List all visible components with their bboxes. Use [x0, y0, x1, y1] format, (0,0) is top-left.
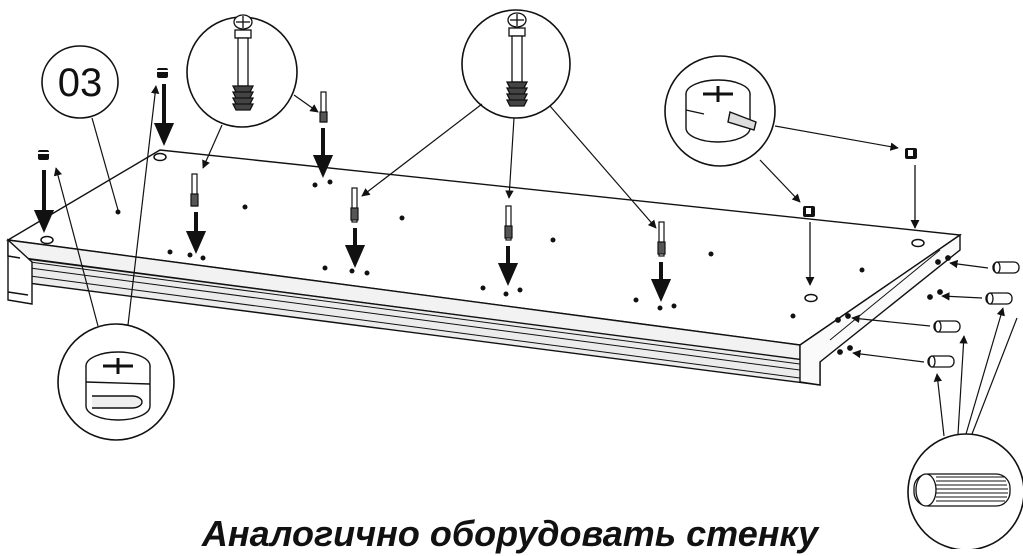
cam-screws [190, 91, 666, 257]
callout-cam-screw-center [361, 9, 657, 229]
wooden-dowel-icon [985, 292, 1013, 305]
cam-lock-nut-icon [38, 68, 917, 217]
wooden-dowel-icon [913, 473, 1011, 507]
dowels [927, 261, 1020, 368]
thin-arrows [805, 165, 920, 286]
panel-right-end [799, 233, 961, 386]
step-leader-line [91, 117, 119, 211]
wooden-dowel-icon [992, 261, 1020, 274]
cam-screw-icon [505, 12, 529, 107]
callout-dowel [907, 307, 1023, 549]
cam-lock-nut-icon [685, 79, 757, 143]
dowel-arrows [851, 259, 989, 363]
side-panel [5, 149, 962, 386]
wooden-dowel-icon [927, 355, 955, 368]
callout-cam-screw-left [186, 14, 319, 169]
step-number-badge: 03 [41, 45, 119, 119]
cam-lock-nut-icon [85, 351, 151, 421]
instruction-caption: Аналогично оборудовать стенку [201, 513, 819, 554]
cam-screw-icon [231, 14, 255, 111]
insert-arrows [33, 84, 672, 302]
step-number: 03 [58, 61, 103, 105]
panel-left-end [7, 238, 33, 305]
callout-cam-lock-bottom [53, 85, 175, 441]
wooden-dowel-icon [933, 320, 961, 333]
panel-holes [40, 152, 951, 355]
callout-cam-lock-top [664, 55, 899, 203]
